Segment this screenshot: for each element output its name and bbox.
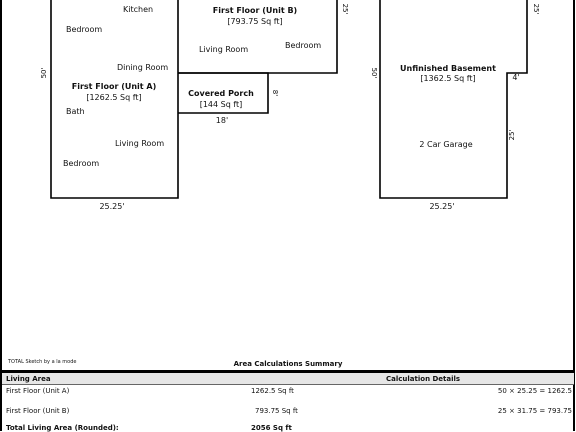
porch-width-dimension: 18' (216, 116, 228, 125)
porch-height-dimension: 8' (271, 90, 279, 96)
total-label: Total Living Area (Rounded): (6, 424, 119, 432)
summary-header-row: Living Area Calculation Details (2, 373, 574, 385)
total-value: 2056 Sq ft (251, 424, 292, 432)
unit-a-width-dimension: 25.25' (99, 202, 124, 211)
room-label-living-room-a: Living Room (115, 139, 164, 148)
porch-title: Covered Porch (188, 89, 254, 98)
basement-walls (379, 0, 528, 199)
room-label-living-room-b: Living Room (199, 45, 248, 54)
summary-row-unit-b: First Floor (Unit B) 793.75 Sq ft 25 × 3… (6, 407, 572, 415)
basement-height-dimension: 50' (370, 68, 378, 79)
room-label-bedroom-1: Bedroom (66, 25, 102, 34)
room-label-bedroom-b: Bedroom (285, 41, 321, 50)
basement-width-dimension: 25.25' (429, 202, 454, 211)
unit-b-title: First Floor (Unit B) (213, 6, 297, 15)
basement-area: [1362.5 Sq ft] (420, 74, 475, 83)
summary-row-unit-a: First Floor (Unit A) 1262.5 Sq ft 50 × 2… (6, 387, 572, 395)
summary-top-rule (2, 370, 574, 373)
sketch-credit: TOTAL Sketch by a la mode (8, 359, 77, 365)
summary-row-total: Total Living Area (Rounded): 2056 Sq ft (2, 422, 574, 432)
room-label-garage: 2 Car Garage (419, 140, 472, 149)
basement-lower-right-dimension: 25' (508, 130, 516, 141)
floor-plan-sketch: Kitchen Bedroom Dining Room First Floor … (40, 0, 540, 211)
porch-walls (178, 72, 269, 114)
room-label-bath: Bath (66, 107, 85, 116)
unit-a-area: [1262.5 Sq ft] (86, 93, 141, 102)
room-label-bedroom-2: Bedroom (63, 159, 99, 168)
unit-a-title: First Floor (Unit A) (72, 82, 157, 91)
header-living-area: Living Area (6, 375, 51, 383)
unit-b-area: [793.75 Sq ft] (227, 17, 282, 26)
basement-notch-dimension: 4' (512, 73, 519, 82)
summary-title: Area Calculations Summary (233, 360, 343, 368)
area-summary-table: Living Area Calculation Details First Fl… (2, 370, 574, 432)
unit-a-height-dimension: 50' (40, 68, 48, 79)
basement-upper-right-dimension: 25' (532, 4, 540, 15)
room-label-kitchen: Kitchen (123, 5, 153, 14)
unit-a-walls (50, 0, 179, 199)
unit-b-height-dimension: 25' (341, 4, 349, 15)
porch-area: [144 Sq ft] (200, 100, 243, 109)
room-label-dining-room: Dining Room (117, 63, 168, 72)
header-calculation-details: Calculation Details (386, 375, 461, 383)
basement-title: Unfinished Basement (400, 64, 496, 73)
